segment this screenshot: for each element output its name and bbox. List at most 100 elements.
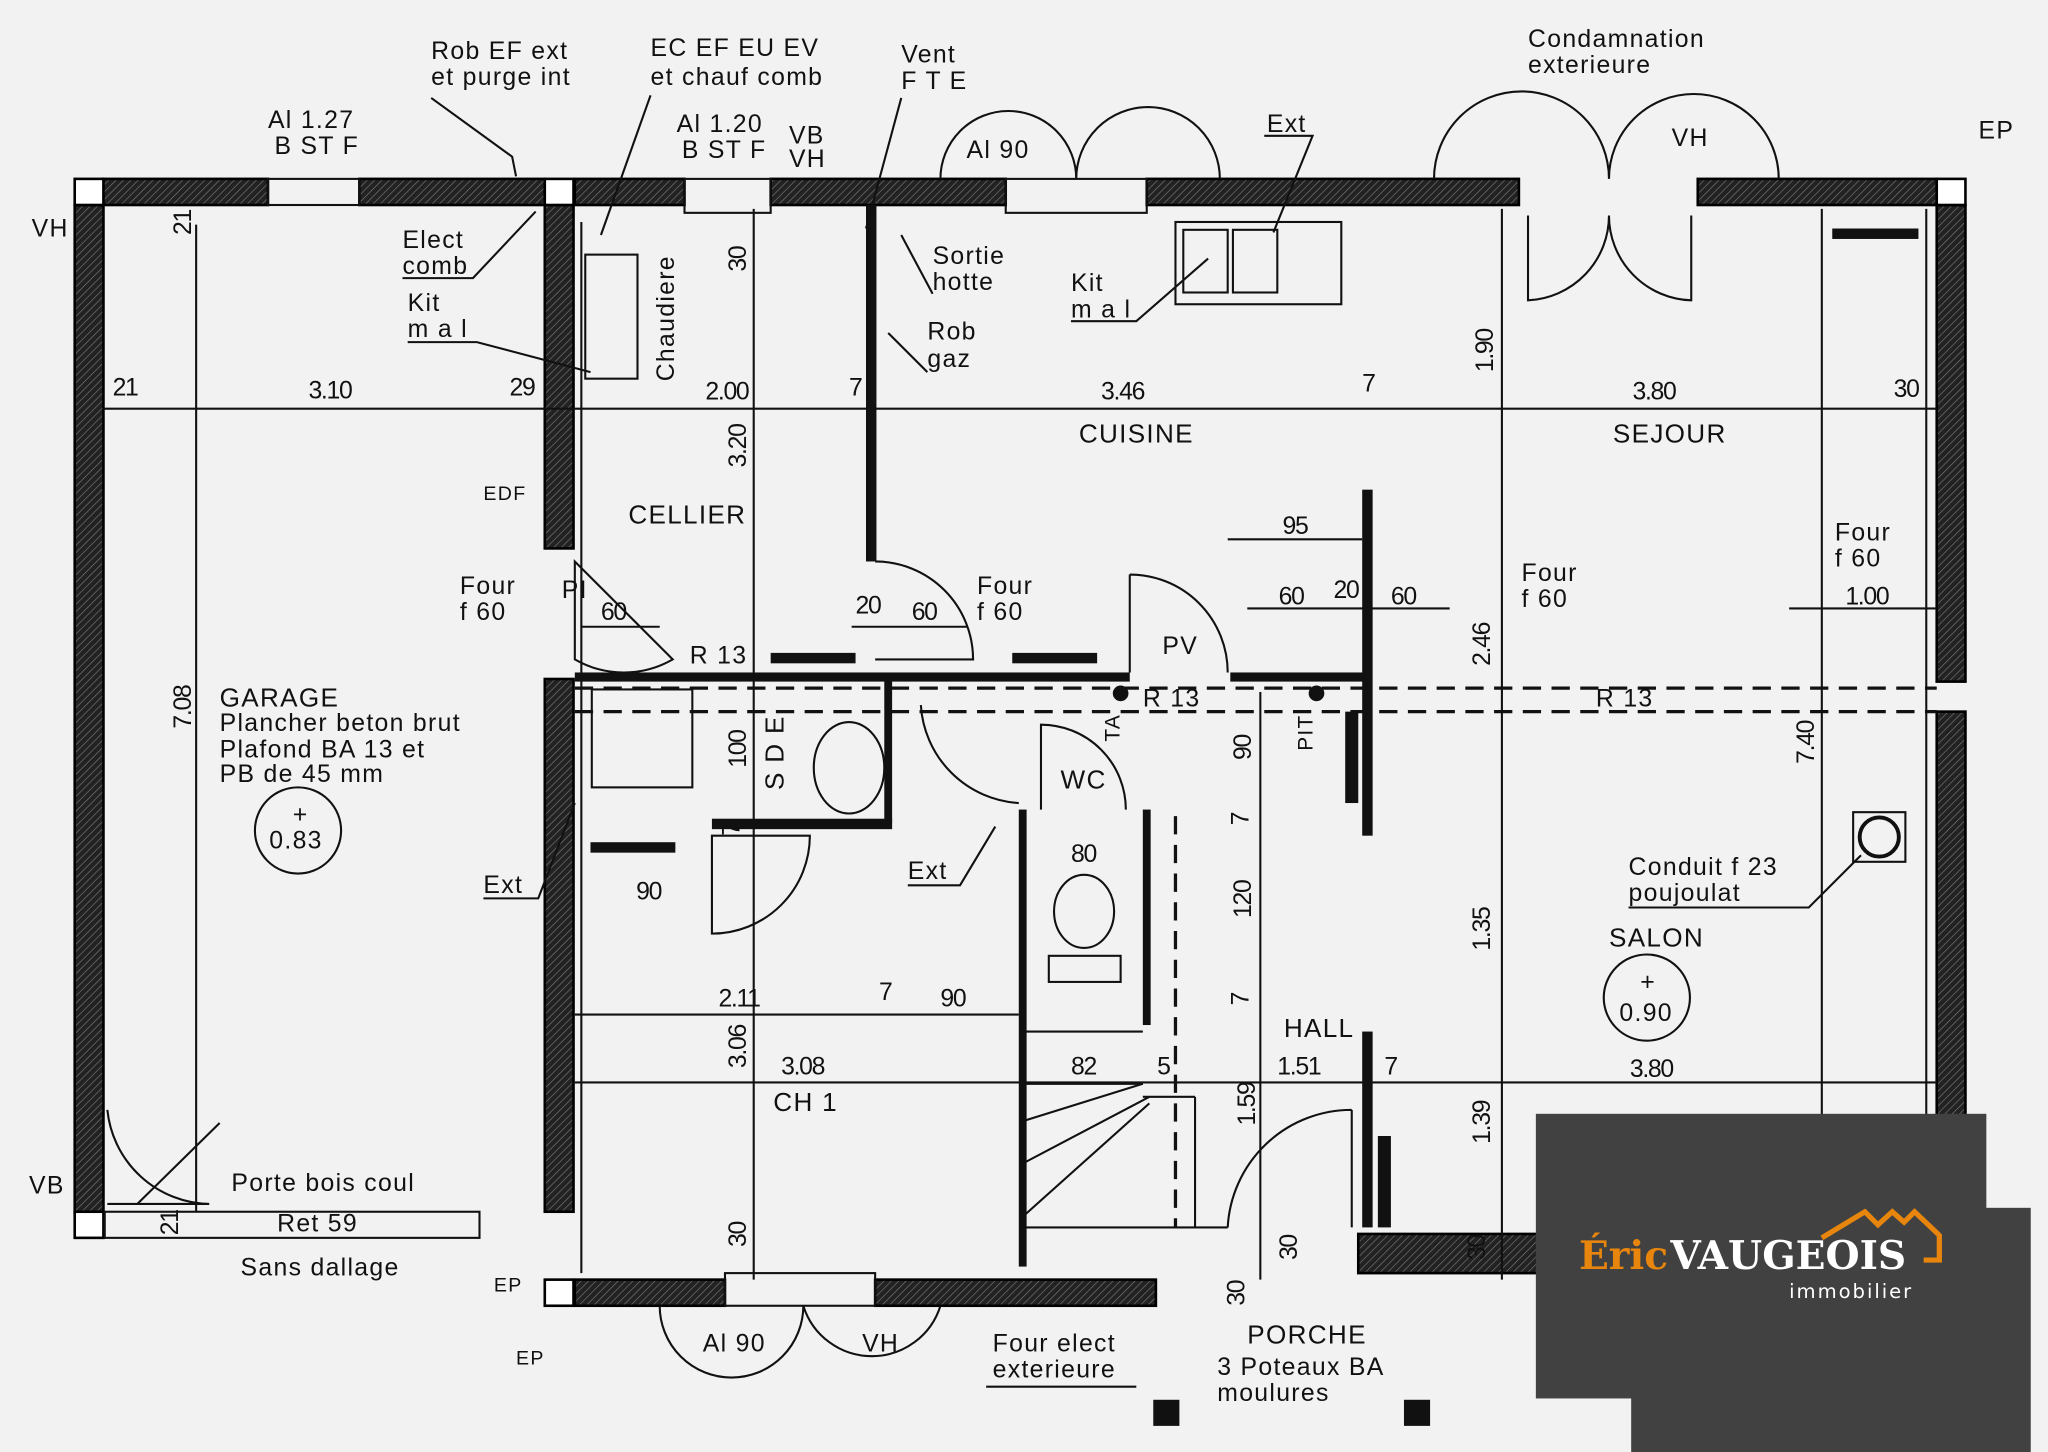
note: Four	[1835, 520, 1891, 547]
note: m a l	[1071, 296, 1131, 323]
note: Four	[460, 573, 516, 600]
note: R 13	[690, 642, 748, 669]
note: poujoulat	[1629, 880, 1741, 907]
dimension-label: 3.80	[1632, 379, 1676, 406]
dimension-label: 60	[1279, 584, 1304, 611]
note: comb	[402, 253, 468, 280]
note: exterieure	[1528, 52, 1651, 79]
note: f 60	[1521, 586, 1568, 613]
note: et purge int	[431, 64, 571, 91]
dimension-label: 30	[1224, 1280, 1251, 1305]
logo-last-name: VAUGEOIS	[1669, 1233, 1906, 1279]
dimension-label: 3.80	[1630, 1056, 1674, 1083]
dimension-label: 7	[718, 823, 745, 836]
plus-sign: +	[1640, 969, 1656, 996]
note: Rob EF ext	[431, 38, 568, 65]
note: Ext	[908, 858, 948, 885]
dimension-label: 21	[113, 375, 138, 402]
dimension-label: 3.08	[781, 1054, 825, 1081]
note: hotte	[933, 269, 995, 296]
dimension-label: 3.20	[725, 424, 752, 468]
note: Kit	[408, 290, 441, 317]
note: Al 90	[967, 137, 1030, 164]
note: TA	[1101, 714, 1124, 742]
note: Ext	[483, 872, 523, 899]
level-marker-garage: + 0.83	[253, 786, 343, 875]
room-labels: CUISINE SEJOUR CELLIER GARAGE SALON HALL…	[220, 419, 1727, 1350]
room-wc: WC	[1061, 765, 1107, 795]
room-hall: HALL	[1284, 1013, 1355, 1043]
dimension-label: 30	[1464, 1235, 1491, 1260]
dimension-label: 60	[912, 599, 937, 626]
note: Sans dallage	[241, 1255, 400, 1282]
dimension-label: 1.59	[1234, 1082, 1261, 1126]
note: VB	[789, 123, 825, 150]
dimension-label: 7.40	[1793, 720, 1820, 764]
room-sejour: SEJOUR	[1613, 419, 1727, 449]
kitchen-sink	[1174, 220, 1343, 306]
note: EP	[494, 1274, 523, 1296]
level-value: 0.83	[269, 828, 323, 855]
dimension-label: 1.90	[1472, 329, 1499, 373]
note: R 13	[1596, 685, 1654, 712]
drawing-lines	[102, 90, 1937, 1379]
level-marker-salon: + 0.90	[1602, 953, 1691, 1042]
note: EP	[1979, 117, 2015, 144]
note: Conduit f 23	[1629, 854, 1778, 881]
note: m a l	[408, 316, 468, 343]
note: EDF	[483, 483, 526, 505]
note: Elect	[402, 227, 464, 254]
note: EC EF EU EV	[651, 35, 820, 62]
dimension-label: 30	[1276, 1235, 1303, 1260]
dimension-label: 7	[879, 979, 892, 1006]
note: Chaudiere	[653, 255, 680, 381]
note: PV	[1162, 633, 1198, 660]
note: 3 Poteaux BA	[1217, 1354, 1384, 1381]
room-porche: PORCHE	[1247, 1320, 1367, 1350]
note: Kit	[1071, 270, 1104, 297]
note: moulures	[1217, 1380, 1329, 1407]
dimension-label: 21	[157, 1210, 184, 1235]
note: VH	[32, 215, 69, 242]
dimension-label: 1.39	[1469, 1100, 1496, 1144]
note: Ext	[1267, 111, 1307, 138]
note: Four	[1521, 560, 1577, 587]
note: Four elect	[993, 1330, 1116, 1357]
note: exterieure	[993, 1357, 1116, 1384]
note: Rob	[927, 318, 976, 345]
plus-sign: +	[293, 802, 309, 829]
note: B ST F	[682, 137, 767, 164]
dimension-label: 1.35	[1469, 907, 1496, 951]
note: Sortie	[933, 243, 1006, 270]
toilet	[1052, 873, 1116, 950]
note: R 13	[1143, 685, 1201, 712]
dimension-label: 90	[1230, 734, 1257, 759]
washbasin	[812, 721, 886, 815]
room-ch1: CH 1	[773, 1087, 838, 1117]
agency-logo: Éric VAUGEOIS immobilier	[1535, 1113, 2031, 1452]
dimension-label: 7	[1228, 812, 1255, 825]
note: F T E	[901, 68, 967, 95]
dimension-label: 3.10	[308, 377, 352, 404]
note: Al 1.20	[677, 111, 763, 138]
dimension-label: 30	[1894, 376, 1919, 403]
note: f 60	[1835, 546, 1882, 573]
dimension-label: 90	[636, 879, 661, 906]
dimension-label: 20	[856, 593, 881, 620]
dimension-label: 100	[725, 730, 752, 768]
level-value: 0.90	[1619, 1000, 1673, 1027]
note: PI	[562, 577, 588, 604]
dimension-label: 30	[725, 1222, 752, 1247]
dimension-label: 7	[1362, 371, 1375, 398]
chimney-conduit	[1857, 815, 1901, 859]
dimension-label: 60	[1391, 584, 1416, 611]
dimension-label: 2.11	[718, 986, 760, 1013]
note: f 60	[460, 599, 507, 626]
dimension-label: 80	[1071, 841, 1096, 868]
note: et chauf comb	[651, 64, 824, 91]
shower	[590, 688, 694, 789]
dimension-label: 120	[1230, 880, 1257, 918]
room-garage: GARAGE	[220, 682, 340, 712]
dimension-label: 90	[940, 986, 965, 1013]
dimension-label: 1.00	[1845, 584, 1889, 611]
